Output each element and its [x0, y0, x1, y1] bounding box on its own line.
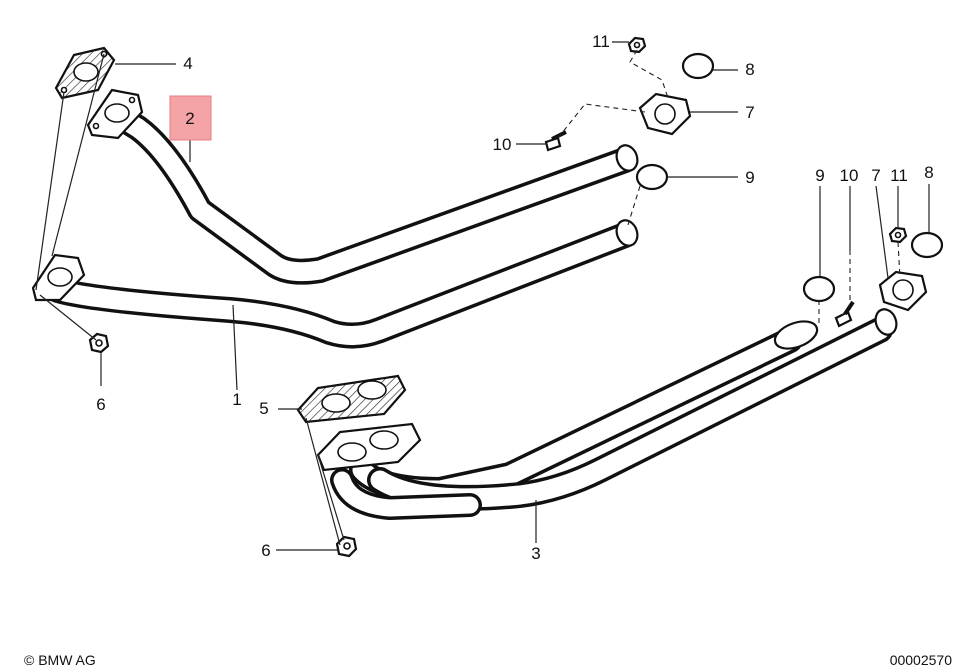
copyright-text: © BMW AG [24, 652, 96, 668]
callout-8-lower[interactable]: 8 [924, 163, 933, 182]
highlight-box-part-2[interactable] [169, 95, 212, 141]
flange-7-upper [638, 92, 692, 136]
ring-8-upper [681, 52, 715, 80]
flange-pipe-2 [86, 88, 144, 140]
callout-7-upper[interactable]: 7 [745, 103, 754, 122]
rear-pipe-3 [330, 308, 898, 520]
callout-5[interactable]: 5 [259, 399, 268, 418]
nut-11-upper [627, 36, 647, 54]
flange-7-lower [878, 270, 928, 312]
callout-11-upper[interactable]: 11 [592, 32, 610, 51]
nut-6-left [88, 332, 110, 354]
callout-leaders [100, 41, 930, 551]
callout-9-upper[interactable]: 9 [745, 168, 754, 187]
callout-4[interactable]: 4 [183, 54, 192, 73]
callout-6-lower[interactable]: 6 [261, 541, 270, 560]
ring-9-upper [635, 163, 669, 191]
bolt-10-upper [544, 130, 567, 152]
gasket-5 [296, 374, 407, 424]
ring-9-lower [802, 275, 836, 303]
callout-7-lower[interactable]: 7 [871, 166, 880, 185]
assembly-lines [35, 49, 901, 546]
front-pipe-lower [45, 219, 639, 349]
gasket-4 [54, 46, 116, 100]
front-pipe-upper [99, 99, 639, 285]
callout-10-lower[interactable]: 10 [840, 166, 859, 185]
callout-6-left[interactable]: 6 [96, 395, 105, 414]
callout-numbers: 2 4 1 6 5 6 3 10 11 8 7 9 9 10 7 11 8 [96, 32, 933, 563]
nut-11-lower [888, 226, 908, 244]
callout-9-lower[interactable]: 9 [815, 166, 824, 185]
callout-11-lower[interactable]: 11 [890, 166, 908, 185]
callout-10-upper[interactable]: 10 [493, 135, 512, 154]
nut-6-lower [335, 535, 358, 558]
callout-2[interactable]: 2 [185, 109, 194, 128]
drawing-number: 00002570 [890, 652, 953, 668]
callout-1[interactable]: 1 [232, 390, 241, 409]
callout-3[interactable]: 3 [531, 544, 540, 563]
flange-pipe-1 [31, 253, 86, 302]
flange-pipe-3 [316, 422, 422, 472]
callout-8-upper[interactable]: 8 [745, 60, 754, 79]
bolt-10-lower [834, 300, 855, 328]
ring-8-lower [910, 231, 944, 259]
